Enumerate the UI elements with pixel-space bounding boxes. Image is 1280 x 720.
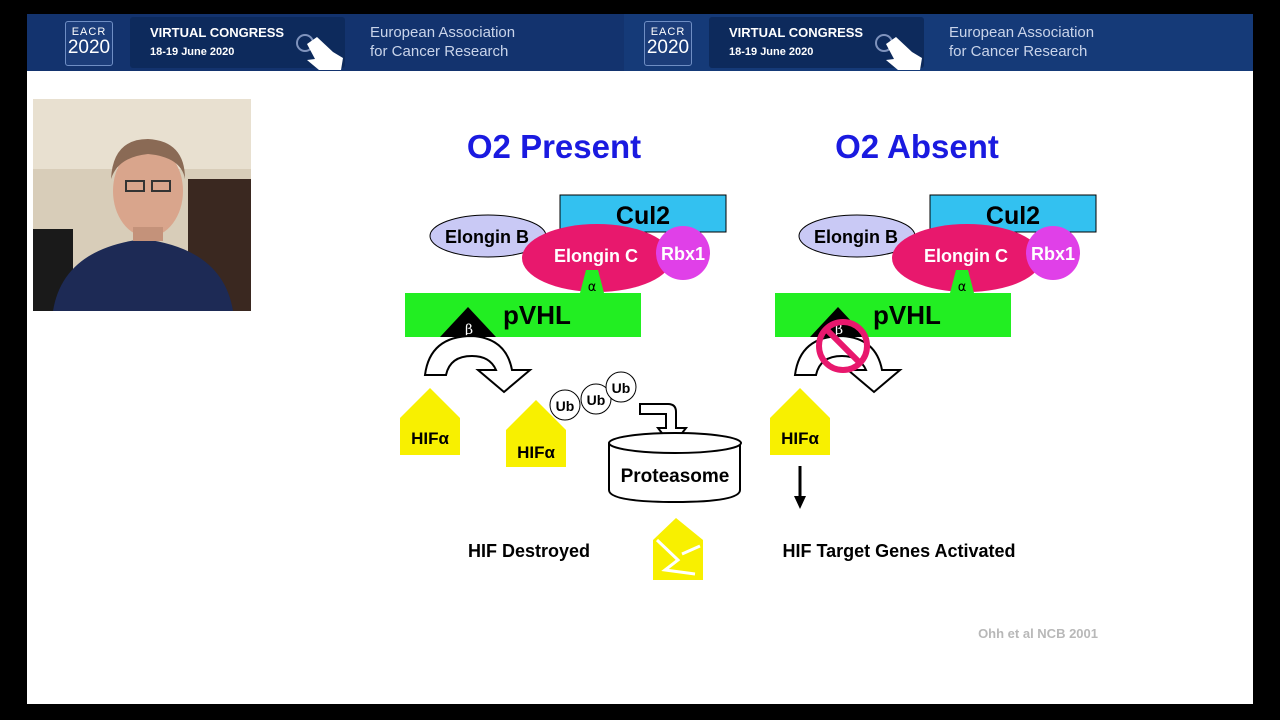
down-arrow-icon	[794, 466, 806, 509]
congress-dates: 18-19 June 2020	[729, 46, 814, 58]
hif-label-2: HIFα	[517, 443, 555, 462]
congress-title: VIRTUAL CONGRESS	[150, 25, 285, 40]
cul2-label: Cul2	[616, 202, 670, 230]
rbx1-label: Rbx1	[1031, 244, 1075, 264]
org-line-2: for Cancer Research	[949, 43, 1088, 60]
eacr-logo: EACR 2020	[65, 21, 113, 66]
eacr-logo: EACR 2020	[644, 21, 692, 66]
ub-3	[605, 371, 637, 403]
blocked-icon	[816, 319, 870, 373]
logo-year: 2020	[646, 37, 690, 58]
org-name: European Association for Cancer Research	[949, 23, 1094, 61]
ub-label: Ub	[612, 380, 631, 396]
elongin-c-ellipse	[522, 224, 672, 292]
alpha-domain	[580, 270, 604, 293]
proteasome-cylinder	[608, 443, 741, 504]
org-line-1: European Association	[370, 24, 516, 41]
org-line-2: for Cancer Research	[370, 43, 509, 60]
hif-activated-label: HIF Target Genes Activated	[782, 541, 1015, 561]
hif-label-3: HIFα	[781, 429, 819, 448]
rbx1-circle	[656, 226, 710, 280]
curved-arrow-icon	[793, 334, 903, 394]
alpha-label: α	[958, 280, 967, 295]
congress-title: VIRTUAL CONGRESS	[729, 25, 864, 40]
hif-alpha-2	[506, 400, 566, 467]
beta-label: β	[465, 322, 473, 338]
congress-banner: EACR 2020 VIRTUAL CONGRESS 18-19 June 20…	[27, 14, 1253, 71]
hif-alpha-1	[400, 388, 460, 455]
elongin-c-label: Elongin C	[554, 246, 638, 266]
pointer-hand-icon	[296, 34, 343, 70]
alpha-label: α	[588, 280, 597, 295]
rbx1-label: Rbx1	[661, 244, 705, 264]
pvhl-label: pVHL	[503, 300, 571, 330]
banner-right: EACR 2020 VIRTUAL CONGRESS 18-19 June 20…	[624, 14, 1253, 71]
degraded-hif-fragment	[653, 518, 703, 580]
ub-label: Ub	[587, 392, 606, 408]
pointer-hand-icon	[875, 34, 922, 70]
heading-o2-present: O2 Present	[467, 128, 641, 165]
ub-2	[580, 383, 612, 415]
ub-1	[549, 389, 581, 421]
logo-text: EACR	[71, 26, 107, 38]
curved-arrow-icon	[423, 334, 533, 394]
citation: Ohh et al NCB 2001	[978, 626, 1098, 641]
logo-text: EACR	[650, 26, 686, 38]
proteasome-top	[608, 432, 742, 454]
ub-label: Ub	[556, 398, 575, 414]
elongin-c-ellipse	[892, 224, 1042, 292]
elongin-c-label: Elongin C	[924, 246, 1008, 266]
congress-dates: 18-19 June 2020	[150, 46, 235, 58]
elongin-b-label: Elongin B	[814, 227, 898, 247]
org-name: European Association for Cancer Research	[370, 23, 515, 61]
banner-left: EACR 2020 VIRTUAL CONGRESS 18-19 June 20…	[27, 14, 624, 71]
hif-destroyed-label: HIF Destroyed	[468, 541, 590, 561]
logo-year: 2020	[67, 37, 111, 58]
alpha-domain	[950, 270, 974, 293]
heading-o2-absent: O2 Absent	[835, 128, 999, 165]
beta-label: β	[835, 322, 843, 338]
elongin-b-label: Elongin B	[445, 227, 529, 247]
beta-domain	[440, 307, 496, 337]
hif-label-1: HIFα	[411, 429, 449, 448]
presenter-webcam	[33, 99, 251, 311]
hif-alpha-3	[770, 388, 830, 455]
pvhl-box	[775, 293, 1011, 337]
pvhl-box	[405, 293, 641, 337]
pvhl-label: pVHL	[873, 300, 941, 330]
proteasome-label: Proteasome	[621, 466, 730, 487]
rbx1-circle	[1026, 226, 1080, 280]
cul2-label: Cul2	[986, 202, 1040, 230]
org-line-1: European Association	[949, 24, 1095, 41]
degradation-lines	[655, 538, 701, 576]
